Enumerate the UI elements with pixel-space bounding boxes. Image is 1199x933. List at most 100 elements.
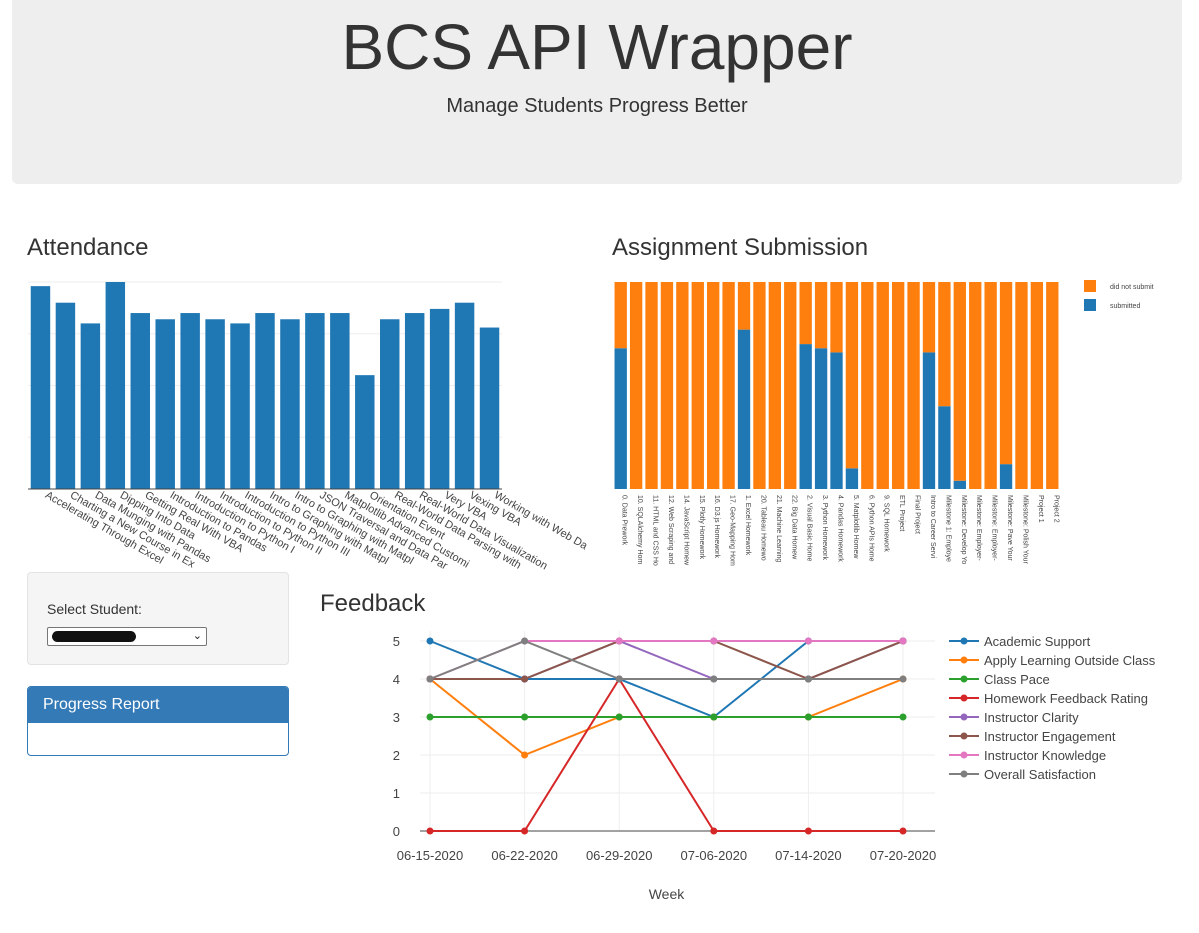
series-point (899, 637, 907, 645)
page-title: BCS API Wrapper (341, 11, 853, 83)
legend-label: Instructor Knowledge (984, 748, 1106, 763)
series-point (426, 675, 434, 683)
progress-report-heading: Progress Report (28, 687, 288, 723)
not-submitted-bar (1015, 282, 1028, 489)
not-submitted-bar (691, 282, 704, 489)
legend-label: Class Pace (984, 672, 1050, 687)
legend-label: Academic Support (984, 634, 1091, 649)
not-submitted-bar (629, 282, 643, 489)
assignment-tick-label: Milestone: Develop Yo (960, 495, 967, 564)
attendance-bar (305, 313, 325, 489)
legend-label: submitted (1110, 303, 1140, 310)
student-select-panel: Select Student: ⌄ (27, 572, 289, 665)
series-point (615, 637, 623, 645)
series-line (430, 639, 904, 680)
not-submitted-bar (845, 282, 859, 469)
series-point (804, 713, 812, 721)
attendance-bar (330, 313, 350, 489)
not-submitted-bar (799, 282, 812, 345)
assignment-title: Assignment Submission (612, 234, 869, 261)
select-student-label: Select Student: (47, 601, 142, 617)
series-point (521, 751, 529, 759)
series-line (430, 677, 903, 832)
chevron-down-icon: ⌄ (192, 630, 202, 642)
attendance-bar (429, 308, 450, 489)
assignment-tick-label: 11. HTML and CSS Ho (652, 495, 659, 566)
series-point (804, 675, 812, 683)
legend-label: Homework Feedback Rating (984, 691, 1148, 706)
assignment-tick-label: 17. Geo-Mapping Hom (729, 495, 736, 566)
attendance-bar (80, 323, 101, 489)
attendance-bar (205, 319, 225, 489)
series-point (899, 827, 907, 835)
not-submitted-bar (953, 282, 966, 481)
attendance-bar (180, 313, 200, 489)
student-select[interactable]: ⌄ (47, 627, 207, 646)
x-tick-label: 06-22-2020 (491, 848, 557, 863)
assignment-tick-label: 4. Pandas Homework (837, 495, 844, 562)
x-tick-label: 06-29-2020 (586, 848, 653, 863)
series-point (615, 713, 623, 721)
legend-marker (960, 732, 968, 740)
not-submitted-bar (938, 282, 951, 407)
legend-marker (960, 770, 968, 778)
attendance-bar (155, 319, 175, 489)
x-tick-label: 06-15-2020 (397, 848, 464, 863)
submitted-bar (999, 464, 1013, 489)
legend-marker (960, 713, 968, 721)
submitted-bar (614, 348, 627, 489)
not-submitted-bar (969, 282, 982, 489)
not-submitted-bar (814, 282, 828, 349)
assignment-tick-label: 3. Python Homework (821, 495, 828, 560)
series-point (899, 675, 907, 683)
not-submitted-bar (1030, 282, 1044, 489)
assignment-tick-label: 20. Tableau Homewo (759, 495, 766, 561)
progress-report-panel: Progress Report (27, 686, 289, 756)
legend-marker (960, 751, 968, 759)
attendance-bar (479, 327, 500, 489)
assignment-tick-label: 2. Visual Basic Home (806, 495, 813, 562)
legend-swatch (1084, 299, 1096, 311)
series-line (429, 639, 903, 680)
not-submitted-bar (891, 282, 905, 489)
attendance-bar (404, 313, 425, 489)
y-tick-label: 5 (393, 634, 400, 649)
series-point (426, 713, 434, 721)
series-point (710, 637, 718, 645)
attendance-bar (380, 319, 400, 489)
legend-label: Instructor Clarity (984, 710, 1079, 725)
assignment-tick-label: 0. Data Prework (621, 495, 628, 546)
y-tick-label: 4 (393, 672, 400, 687)
assignment-tick-label: Intro to Career Servi (929, 495, 936, 558)
not-submitted-bar (645, 282, 658, 489)
not-submitted-bar (660, 282, 674, 489)
y-tick-label: 2 (393, 748, 400, 763)
y-tick-label: 0 (393, 824, 400, 839)
series-point (804, 637, 812, 645)
not-submitted-bar (1046, 282, 1059, 489)
submitted-bar (845, 468, 859, 489)
not-submitted-bar (999, 282, 1013, 465)
not-submitted-bar (722, 282, 735, 489)
legend-marker (960, 656, 968, 664)
submitted-bar (830, 352, 843, 489)
header-jumbotron: BCS API Wrapper Manage Students Progress… (12, 0, 1182, 184)
legend-label: Overall Satisfaction (984, 767, 1096, 782)
legend-swatch (1084, 280, 1096, 292)
not-submitted-bar (737, 282, 751, 330)
submitted-bar (953, 480, 966, 489)
submitted-bar (814, 348, 828, 489)
series-point (710, 675, 718, 683)
assignment-tick-label: 22. Big Data Homew (790, 495, 797, 560)
not-submitted-bar (861, 282, 874, 489)
attendance-title: Attendance (27, 234, 149, 261)
not-submitted-bar (707, 282, 720, 489)
assignment-tick-label: ETL Project (898, 495, 905, 531)
attendance-bar (30, 286, 51, 489)
y-tick-label: 1 (393, 786, 400, 801)
x-tick-label: 07-20-2020 (870, 848, 937, 863)
assignment-tick-label: 14. JavaScript Homew (682, 495, 689, 566)
not-submitted-bar (984, 282, 997, 489)
assignment-tick-label: 16. D3.js Homework (713, 495, 720, 559)
